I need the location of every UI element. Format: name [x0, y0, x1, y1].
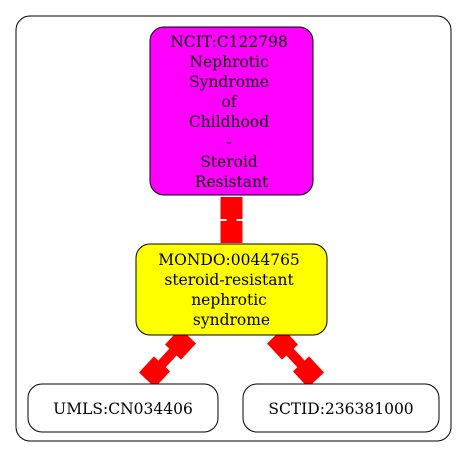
node-ncit-line: Steroid — [200, 153, 258, 171]
node-ncit-line: NCIT:C122798 — [170, 33, 288, 51]
node-ncit-line: Resistant — [195, 173, 269, 191]
cluster-box — [15, 15, 452, 442]
node-umls[interactable]: UMLS:CN034406 — [27, 383, 219, 433]
node-sctid[interactable]: SCTID:236381000 — [242, 383, 440, 433]
node-ncit-line: - — [226, 133, 231, 151]
node-umls-box — [27, 383, 219, 433]
node-mondo-line: MONDO:0044765 — [158, 251, 300, 269]
edge-cap-start — [164, 328, 197, 360]
node-sctid-box — [242, 383, 440, 433]
node-ncit-line: of — [221, 93, 237, 111]
edge-cap-end — [220, 221, 243, 243]
node-mondo-label: MONDO:0044765 steroid-resistant nephroti… — [158, 251, 304, 329]
node-mondo-box — [135, 243, 328, 336]
node-umls-line: UMLS:CN034406 — [53, 400, 193, 418]
edge-cap-start — [220, 197, 243, 219]
node-ncit-line: Nephrotic — [189, 53, 268, 71]
edge-cap-end — [292, 356, 325, 388]
node-umls-label: UMLS:CN034406 — [53, 400, 193, 418]
node-ncit-label: NCIT:C122798 Nephrotic Syndrome of Child… — [170, 33, 293, 191]
node-mondo[interactable]: MONDO:0044765 steroid-resistant nephroti… — [135, 243, 328, 336]
node-ncit-line: Syndrome — [189, 73, 269, 91]
node-sctid-line: SCTID:236381000 — [268, 400, 413, 418]
node-mondo-line: steroid-resistant — [164, 271, 294, 289]
node-mondo-line: syndrome — [193, 311, 270, 329]
edge-ncit-mondo — [220, 197, 243, 243]
edges-layer — [138, 197, 325, 388]
node-mondo-line: nephrotic — [191, 291, 267, 309]
edge-cap-end — [138, 356, 171, 388]
edge-mondo-umls — [138, 328, 197, 388]
node-ncit-box — [149, 26, 314, 196]
node-ncit-line: Childhood — [189, 113, 269, 131]
edge-mondo-sctid — [266, 328, 325, 388]
node-sctid-label: SCTID:236381000 — [268, 400, 413, 418]
edge-cap-start — [266, 328, 299, 360]
node-ncit[interactable]: NCIT:C122798 Nephrotic Syndrome of Child… — [149, 26, 314, 196]
